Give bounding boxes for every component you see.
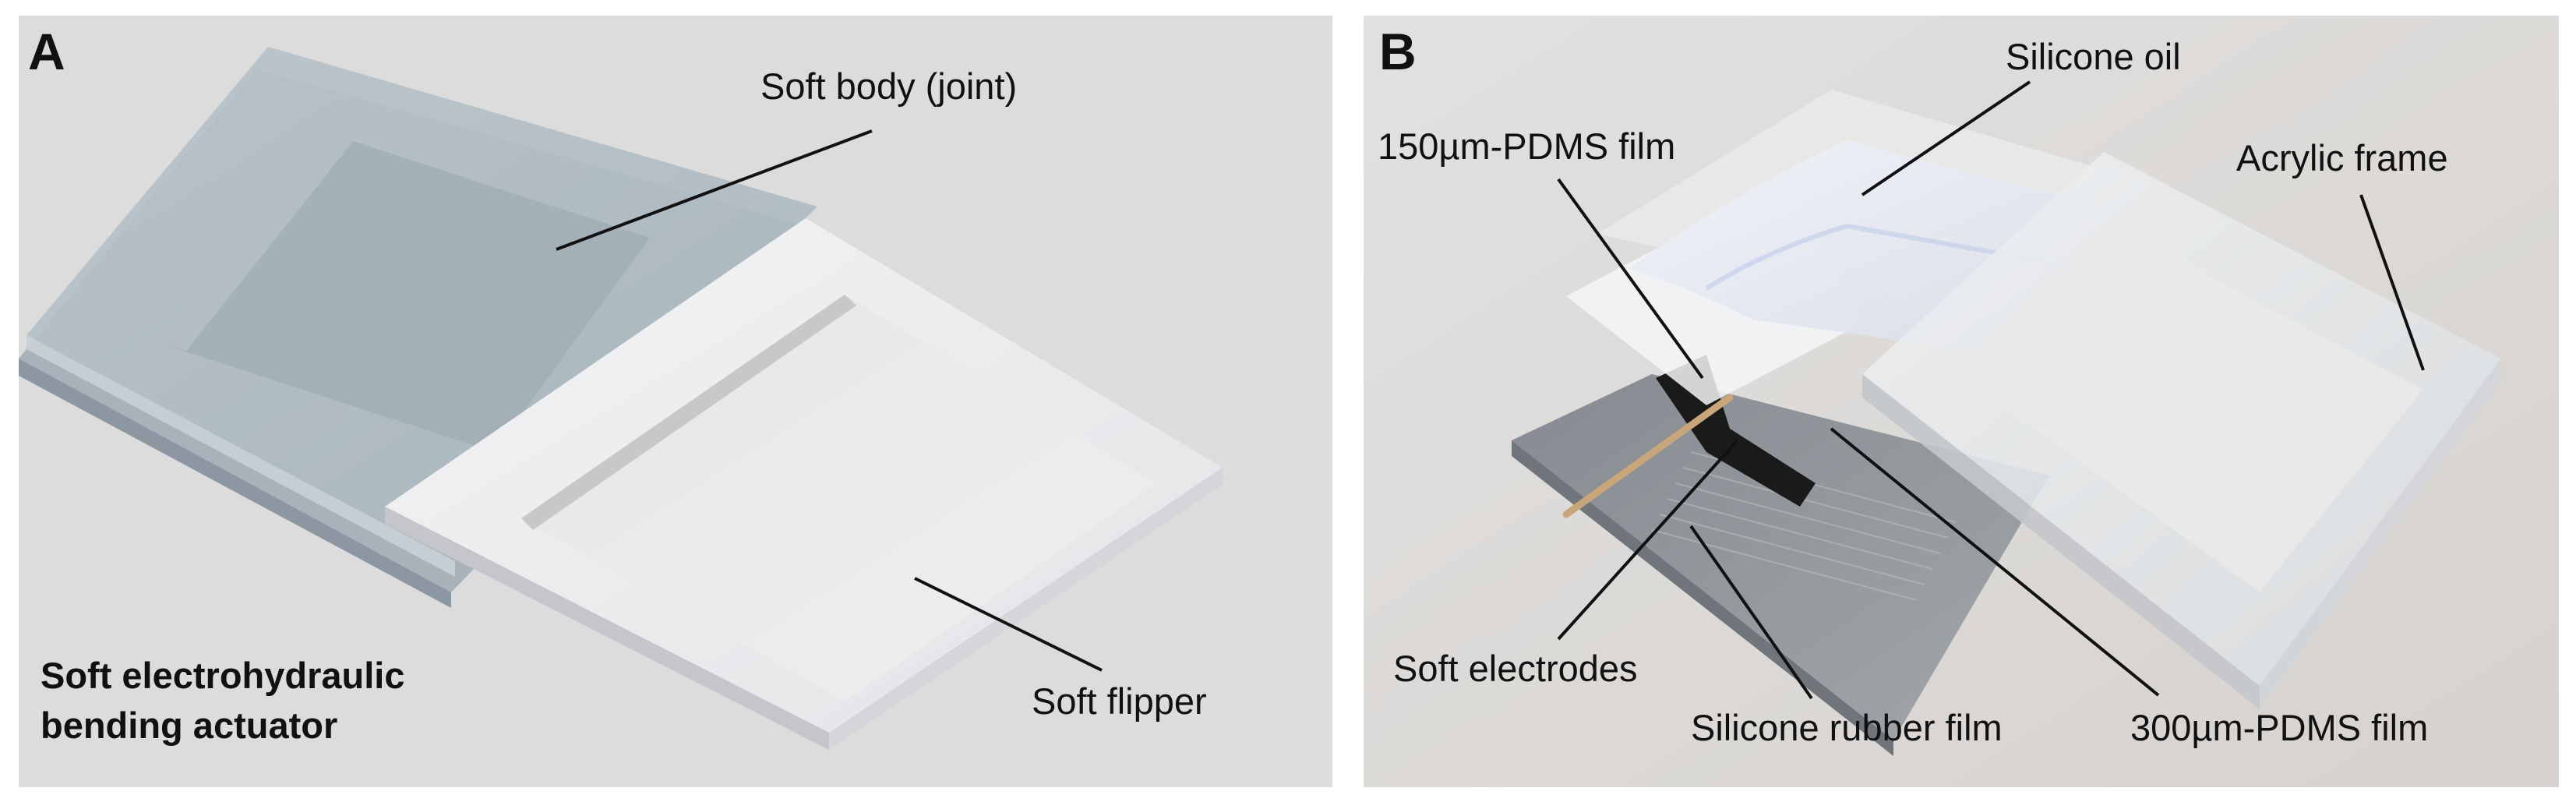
leader-line-silicone-rubber [1689, 525, 1813, 700]
soft-flipper-edge-left [385, 507, 829, 750]
caption-line-1: Soft electrohydraulic [41, 655, 405, 696]
label-pdms-300: 300µm-PDMS film [2130, 707, 2429, 748]
acrylic-frame-edge-right [2260, 359, 2501, 709]
soft-body-edge [26, 335, 455, 577]
label-soft-flipper: Soft flipper [1032, 680, 1207, 722]
caption: Soft electrohydraulic bending actuator [41, 651, 405, 751]
leader-line-pdms-150 [1557, 178, 1704, 380]
panel-b: B Silicone oil 150µm-PDMS film Acrylic f… [1364, 16, 2559, 787]
panel-a-illustration [19, 47, 1223, 750]
soft-body-base-edge [19, 359, 451, 608]
label-silicone-rubber: Silicone rubber film [1691, 707, 2003, 748]
leader-line-soft-flipper [914, 577, 1103, 672]
soft-flipper-edge-right [829, 468, 1223, 750]
leader-line-acrylic-frame [2359, 194, 2425, 371]
leader-line-soft-body [556, 129, 873, 251]
silicone-rubber-film [1512, 374, 2049, 740]
panel-letter-a: A [28, 23, 65, 80]
leader-line-silicone-oil [1861, 80, 2031, 196]
label-soft-body: Soft body (joint) [760, 65, 1018, 107]
acrylic-frame-edge-left [1862, 374, 2260, 709]
soft-flipper-opening [521, 295, 1156, 701]
panel-b-illustration [1364, 16, 2559, 787]
panel-letter-b: B [1379, 23, 1417, 80]
electrode-wire [1562, 394, 1734, 518]
label-acrylic-frame: Acrylic frame [2236, 137, 2448, 178]
label-silicone-oil: Silicone oil [2006, 36, 2181, 77]
label-soft-electrodes: Soft electrodes [1393, 648, 1638, 689]
panel-a: A Soft body (joint) Soft flipper Soft el… [19, 16, 1332, 787]
silicone-oil-highlight [1705, 223, 2066, 291]
leader-line-soft-electrodes [1557, 439, 1739, 641]
acrylic-frame-opening [1971, 234, 2423, 592]
leader-line-pdms-300 [1830, 427, 2160, 697]
soft-flipper-inner-shadow [521, 295, 856, 530]
soft-body-inner-highlight [159, 132, 354, 351]
caption-line-2: bending actuator [41, 705, 338, 746]
label-pdms-150: 150µm-PDMS film [1378, 125, 1676, 167]
